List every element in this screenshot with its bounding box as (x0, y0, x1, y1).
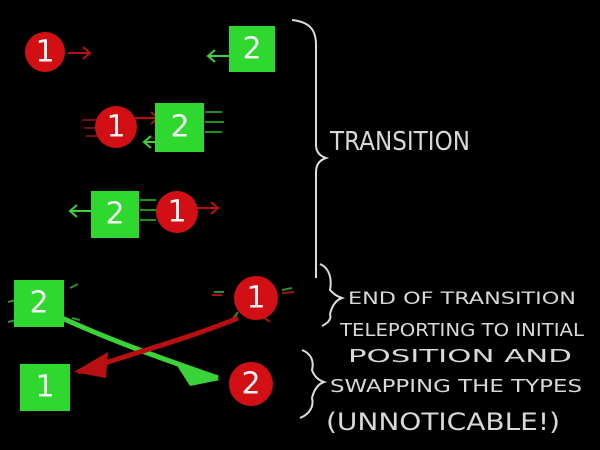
green-arrow-left (142, 135, 166, 149)
svg-text:1: 1 (35, 370, 54, 405)
red-arrow-right (68, 46, 92, 60)
green-swap-arrowhead (176, 364, 220, 386)
green-square-token: 2 (91, 191, 139, 238)
row-3: 2 1 (68, 191, 220, 238)
green-swap-arrow (60, 315, 219, 381)
svg-text:2: 2 (241, 367, 260, 402)
transition-label: TRANSITION (329, 127, 470, 157)
green-arrow-left (206, 49, 230, 63)
svg-text:2: 2 (170, 110, 189, 145)
motion-streaks-green (140, 199, 158, 221)
note-line-4: (UNNOTICABLE!) (326, 408, 560, 436)
red-circle-token: 1 (95, 106, 137, 148)
motion-ticks (7, 283, 293, 323)
svg-text:1: 1 (106, 110, 125, 145)
svg-text:2: 2 (242, 32, 261, 67)
row-2: 1 2 (82, 103, 224, 152)
note-line-1: TELEPORTING TO INITIAL (339, 320, 584, 341)
green-square-token: 2 (155, 103, 204, 152)
row-1: 1 2 (25, 26, 275, 72)
red-swap-arrowhead (74, 352, 108, 378)
svg-text:1: 1 (246, 281, 265, 316)
green-arrow-left (68, 204, 95, 218)
red-circle-token: 1 (234, 276, 278, 320)
svg-text:2: 2 (105, 197, 124, 232)
red-arrow-right (197, 201, 220, 215)
row-4-swap: 2 1 1 2 (7, 276, 295, 411)
note-brace (299, 349, 328, 419)
red-circle-token: 1 (25, 32, 65, 72)
red-circle-token: 2 (229, 362, 273, 406)
red-circle-token: 1 (156, 191, 198, 233)
svg-text:1: 1 (167, 195, 186, 230)
green-square-token: 1 (20, 364, 70, 411)
note-line-3: SWAPPING THE TYPES (330, 376, 582, 397)
end-of-transition-label: END OF TRANSITION (348, 289, 576, 309)
motion-streaks-green (205, 111, 224, 133)
svg-text:2: 2 (29, 286, 48, 321)
svg-text:1: 1 (35, 35, 54, 70)
green-square-token: 2 (14, 280, 64, 327)
note-line-2: POSITION AND (348, 346, 572, 367)
green-square-token: 2 (229, 26, 275, 72)
transition-brace (291, 19, 330, 278)
end-transition-brace (319, 263, 346, 327)
red-arrow-right (135, 111, 160, 125)
